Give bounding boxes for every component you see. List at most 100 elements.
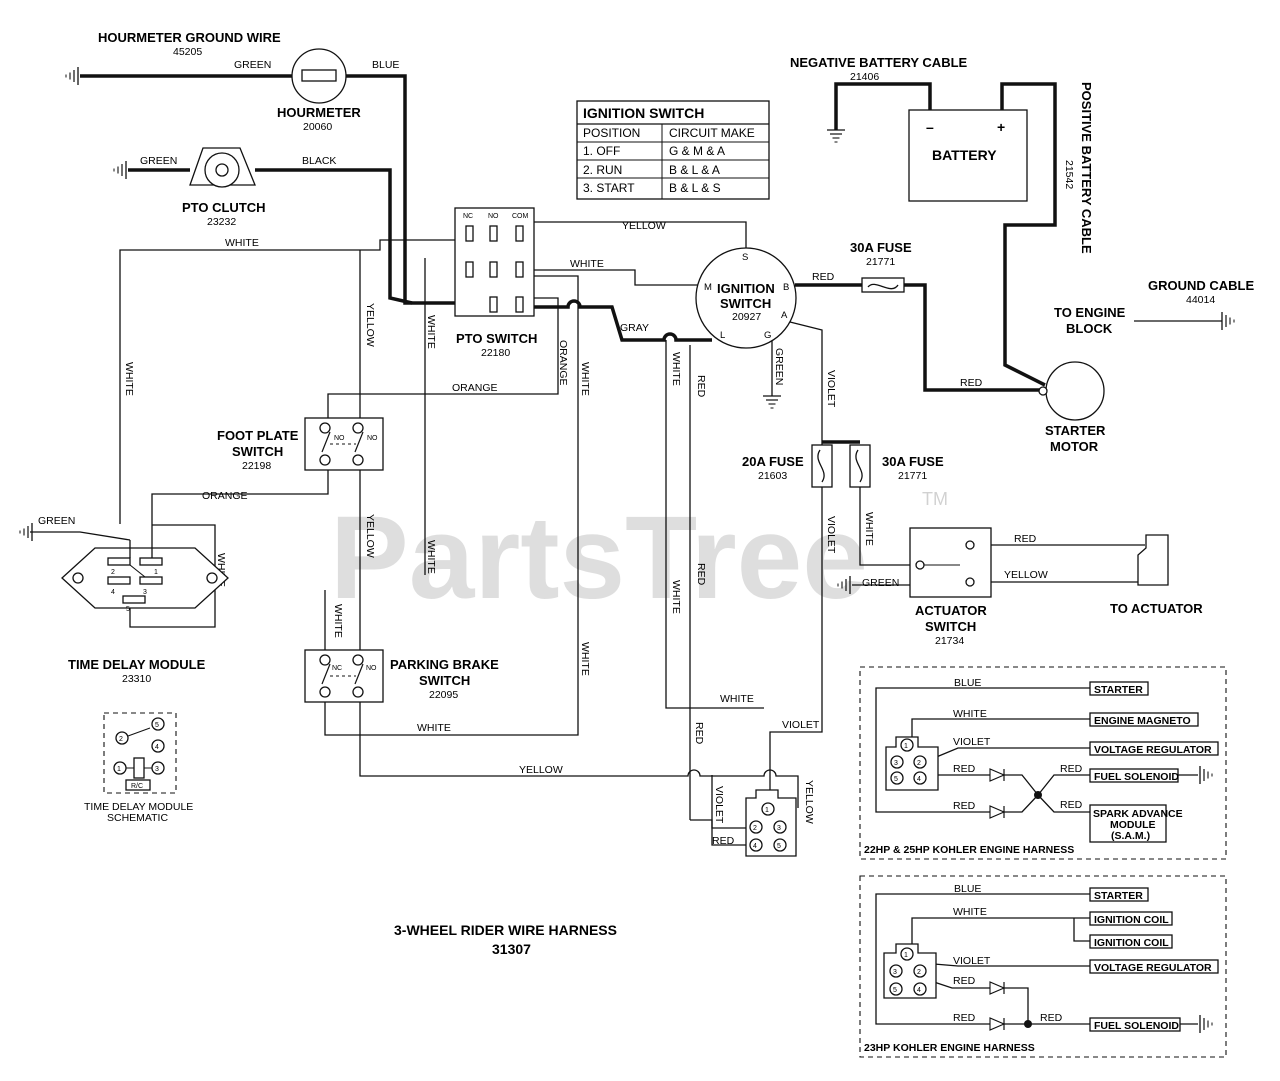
h22-pin-4: 4 [917,776,921,783]
td-pin-1: 1 [154,569,158,576]
ground-symbol-ignition [762,395,782,409]
wire-label-gray: GRAY [620,322,649,334]
h23-pin-1: 1 [904,952,908,959]
h22-wire-red-4: RED [1060,799,1083,811]
wire-violet-a [789,321,823,445]
h22-wire-white: WHITE [953,708,987,720]
conn-pin-3: 3 [777,825,781,832]
wire-blue [345,74,494,305]
wire-violet-conn [711,775,750,829]
neg-cable-title: NEGATIVE BATTERY CABLE [790,55,968,70]
wire-black [255,168,413,305]
pto-pin-nc: NC [463,213,473,220]
ignition-part: 20927 [732,311,761,323]
parking-brake-part: 22095 [429,689,458,701]
wire-label-white-v1: WHITE [425,315,437,349]
tds-pin-3: 3 [155,766,159,773]
wire-label-green-module: GREEN [38,515,75,527]
wire-label-red-conn: RED [693,722,705,745]
ignition-title-1: IGNITION [717,281,775,296]
tds-pin-4: 4 [155,744,159,751]
engine-connector [745,789,797,857]
h23-box-coil-1: IGNITION COIL [1094,914,1169,926]
h23-box-fuel: FUEL SOLENOID [1094,1020,1179,1032]
watermark-tm: TM [922,489,948,509]
h22-box-regulator: VOLTAGE REGULATOR [1094,744,1212,756]
conn-pin-5: 5 [777,843,781,850]
starter-title-2: MOTOR [1050,439,1099,454]
wire-label-white-m: WHITE [570,258,604,270]
wire-label-yellow-bottom: YELLOW [519,764,563,776]
ign-term-a: A [781,310,788,321]
wire-label-white-v4: WHITE [332,604,344,638]
hourmeter-ground-title: HOURMETER GROUND WIRE [98,30,281,45]
pto-clutch-part: 23232 [207,216,236,228]
wire-label-red-ign2: RED [695,563,707,586]
wire-label-orange-v: ORANGE [557,340,569,386]
h22-wire-blue: BLUE [954,677,981,689]
wire-label-red-b: RED [812,271,835,283]
wire-label-orange-module: ORANGE [202,490,248,502]
wire-label-yellow-conn: YELLOW [803,780,815,824]
h23-wire-red-2: RED [953,1012,976,1024]
ignition-table-cell: B & L & A [669,163,720,177]
engine-block-1: TO ENGINE [1054,305,1126,320]
wire-label-yellow-v2: YELLOW [364,514,376,558]
td-pin-5: 5 [126,606,130,613]
wire-orange-module [151,460,329,525]
parking-brake-title-1: PARKING BRAKE [390,657,499,672]
ground-cable-part: 44014 [1186,294,1215,306]
tds-pin-2: 2 [119,736,123,743]
ignition-table-header-1: CIRCUIT MAKE [669,126,755,140]
pto-clutch-title: PTO CLUTCH [182,200,266,215]
fuse-b-title: 30A FUSE [850,240,912,255]
wire-label-red-h: RED [712,835,735,847]
foot-plate-pin-no-2: NO [367,435,378,442]
foot-plate-title-1: FOOT PLATE [217,428,299,443]
h22-box-magneto: ENGINE MAGNETO [1094,715,1191,727]
wire-label-green-2: GREEN [140,155,177,167]
wire-label-orange-h: ORANGE [452,382,498,394]
ground-symbol-battery [826,129,846,143]
h22-box-fuel: FUEL SOLENOID [1094,771,1179,783]
ignition-table-cell: B & L & S [669,181,721,195]
wire-white-actuator [859,485,920,566]
wire-white-left [119,239,494,524]
wire-red-starter [904,283,1045,392]
wire-label-white-v5: WHITE [579,642,591,676]
watermark: PartsTree [330,492,868,624]
wire-pos-cable [1000,82,1057,387]
pto-switch [454,207,535,317]
wire-label-yellow-v1: YELLOW [364,303,376,347]
wire-label-violet-a: VIOLET [825,370,837,408]
wire-label-green-1: GREEN [234,59,271,71]
wire-orange-pto [327,297,559,420]
wire-white-ign-down [665,340,764,709]
ign-term-g: G [764,330,771,341]
conn-pin-1: 1 [765,807,769,814]
pto-switch-part: 22180 [481,347,510,359]
fuse-pair [811,444,871,488]
wire-violet-down [769,485,823,808]
fuse-20a-title: 20A FUSE [742,454,804,469]
time-delay-title: TIME DELAY MODULE [68,657,206,672]
battery [908,109,1028,202]
foot-plate-pin-no-1: NO [334,435,345,442]
wire-label-white-ign: WHITE [670,352,682,386]
pto-pin-no: NO [488,213,499,220]
parking-brake-switch [304,649,384,703]
ign-term-l: L [720,330,725,341]
h22-sam-1: SPARK ADVANCE [1093,808,1183,820]
foot-plate-switch [304,417,384,471]
hourmeter-ground-part: 45205 [173,46,202,58]
tds-label-1: TIME DELAY MODULE [84,801,193,813]
pto-clutch [189,147,256,188]
wire-label-white-act: WHITE [863,512,875,546]
ignition-title-2: SWITCH [720,296,771,311]
h22-pin-3: 3 [894,760,898,767]
ignition-table-cell: 1. OFF [583,144,620,158]
wire-label-violet-h: VIOLET [782,719,820,731]
wire-label-yellow-act: YELLOW [1004,569,1048,581]
battery-plus: + [997,119,1005,135]
td-pin-3: 3 [143,589,147,596]
